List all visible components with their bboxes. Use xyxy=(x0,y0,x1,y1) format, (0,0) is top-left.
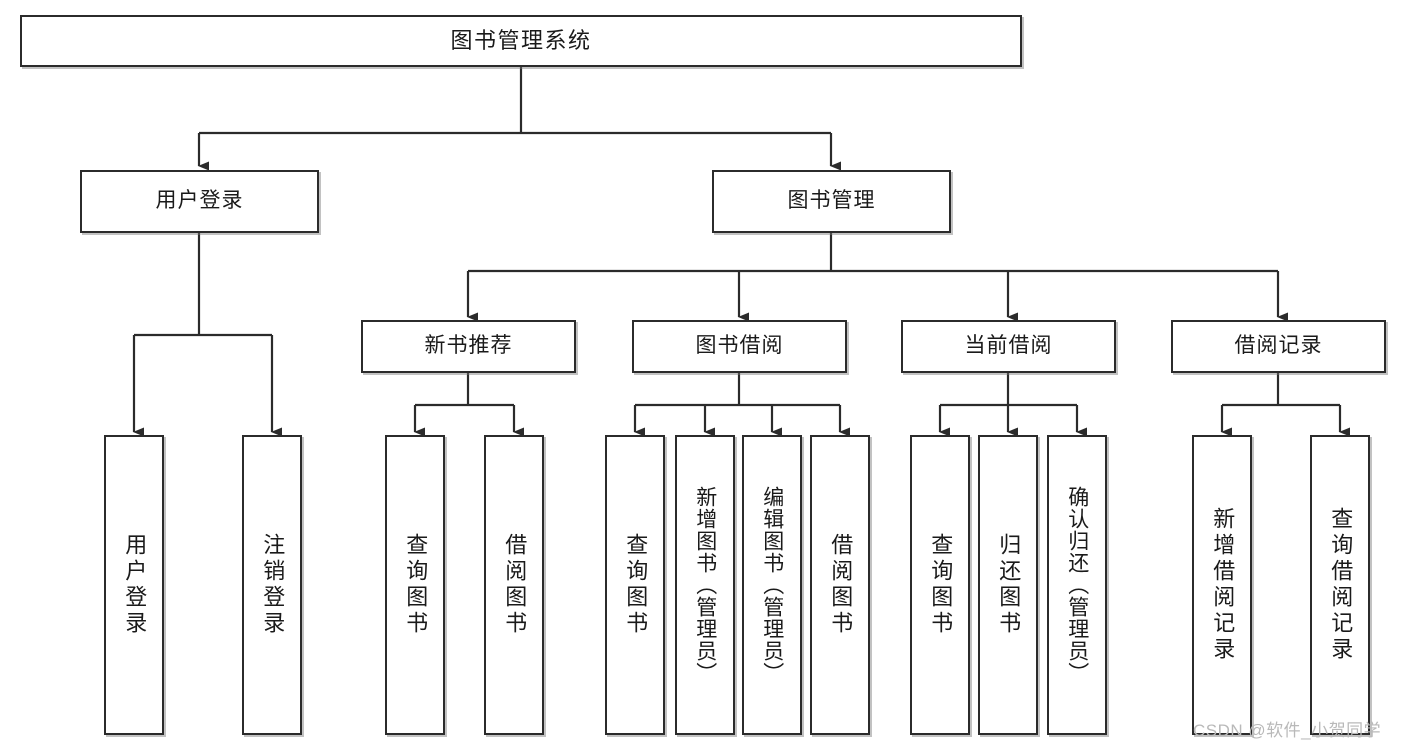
leaf-borrow-book[interactable]: 借阅图书 xyxy=(810,435,870,735)
watermark-text: CSDN @软件_小贺同学 xyxy=(1193,721,1382,740)
leaf-query-borrow-record[interactable]: 查询借阅记录 xyxy=(1310,435,1370,735)
node-label: 编辑图书（管理员） xyxy=(760,486,784,684)
node-label: 用户登录 xyxy=(122,533,148,637)
leaf-query-book-recommend[interactable]: 查询图书 xyxy=(385,435,445,735)
leaf-query-book-current[interactable]: 查询图书 xyxy=(910,435,970,735)
node-label: 借阅记录 xyxy=(1234,334,1323,358)
node-book-borrow[interactable]: 图书借阅 xyxy=(632,320,847,373)
node-borrow-records[interactable]: 借阅记录 xyxy=(1171,320,1386,373)
leaf-query-book-borrow[interactable]: 查询图书 xyxy=(605,435,665,735)
node-label: 图书管理 xyxy=(787,189,876,213)
node-label: 注销登录 xyxy=(260,533,286,637)
node-label: 查询图书 xyxy=(403,533,429,637)
leaf-confirm-return-admin[interactable]: 确认归还（管理员） xyxy=(1047,435,1107,735)
node-root-system[interactable]: 图书管理系统 xyxy=(20,15,1022,67)
leaf-borrow-book-recommend[interactable]: 借阅图书 xyxy=(484,435,544,735)
leaf-add-borrow-record[interactable]: 新增借阅记录 xyxy=(1192,435,1252,735)
node-label: 查询借阅记录 xyxy=(1328,507,1354,663)
node-label: 图书借阅 xyxy=(695,334,784,358)
node-label: 查询图书 xyxy=(623,533,649,637)
node-label: 新增借阅记录 xyxy=(1210,507,1236,663)
node-label: 当前借阅 xyxy=(964,334,1053,358)
node-label: 借阅图书 xyxy=(502,533,528,637)
node-label: 用户登录 xyxy=(155,189,244,213)
node-book-management[interactable]: 图书管理 xyxy=(712,170,951,233)
node-label: 归还图书 xyxy=(996,533,1022,637)
node-label: 新书推荐 xyxy=(424,334,513,358)
leaf-logout[interactable]: 注销登录 xyxy=(242,435,302,735)
leaf-edit-book-admin[interactable]: 编辑图书（管理员） xyxy=(742,435,802,735)
node-label: 查询图书 xyxy=(928,533,954,637)
node-label: 借阅图书 xyxy=(828,533,854,637)
node-new-book-recommend[interactable]: 新书推荐 xyxy=(361,320,576,373)
node-current-borrow[interactable]: 当前借阅 xyxy=(901,320,1116,373)
node-user-login[interactable]: 用户登录 xyxy=(80,170,319,233)
node-label: 图书管理系统 xyxy=(450,28,592,54)
node-label: 新增图书（管理员） xyxy=(693,486,717,684)
leaf-add-book-admin[interactable]: 新增图书（管理员） xyxy=(675,435,735,735)
leaf-return-book[interactable]: 归还图书 xyxy=(978,435,1038,735)
leaf-user-login[interactable]: 用户登录 xyxy=(104,435,164,735)
node-label: 确认归还（管理员） xyxy=(1065,486,1089,684)
